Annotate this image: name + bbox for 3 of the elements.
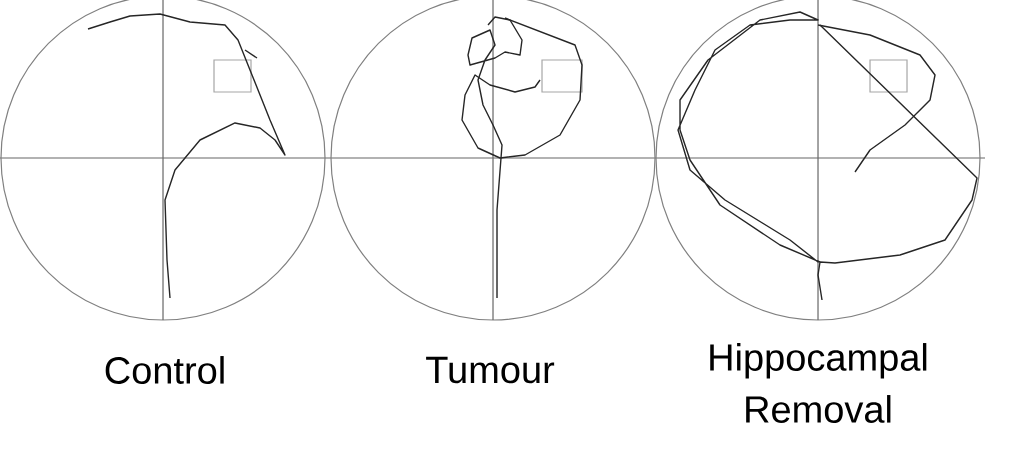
panel-label: Control bbox=[105, 356, 224, 384]
panel-label: Tumour bbox=[426, 356, 555, 384]
panel-label: Hippocampal Removal bbox=[710, 343, 927, 423]
